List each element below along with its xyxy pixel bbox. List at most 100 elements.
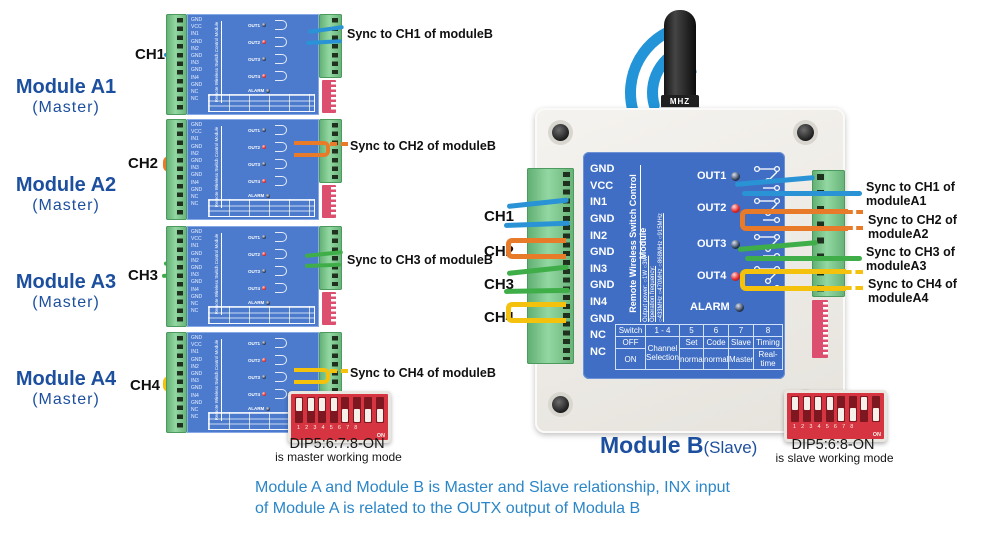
dip-numbers: 1 2 3 4 5 6 7 8 [297, 425, 358, 431]
dip-switch-side [812, 300, 828, 358]
ch3-label-a: CH3 [128, 267, 159, 284]
led-icon [262, 74, 267, 78]
dip-on-marker: ON [872, 432, 881, 438]
pcb-panel: GND VCC IN1 GND IN2 GND IN3 GND IN4 GND … [187, 119, 319, 220]
out3-row: OUT3 [248, 372, 288, 382]
dip-switch-slave: 1 2 3 4 5 6 7 8 ON [784, 390, 887, 442]
led-icon [262, 179, 267, 183]
board-title-vertical: Remote Wireless Switch Control Module [214, 21, 222, 103]
relay-contact-icon [275, 372, 288, 382]
out2-row: OUT2 [697, 202, 741, 214]
alarm-row: ALARM [248, 300, 271, 305]
sync1-label: Sync to CH1 of moduleB [347, 27, 493, 41]
out1-row: OUT1 [248, 338, 288, 348]
board-title-vertical: Remote Wireless Switch Control Module [214, 339, 222, 421]
led-icon [262, 341, 267, 345]
led-icon [731, 239, 741, 249]
footer-line1: Module A and Module B is Master and Slav… [255, 479, 730, 496]
relay-contact-icon [275, 389, 288, 399]
module-a2-board: GND VCC IN1 GND IN2 GND IN3 GND IN4 GND … [166, 119, 342, 220]
relay-contact-icon [275, 125, 288, 135]
relay-contact-icon [275, 283, 288, 293]
out2-wire-dash-a [846, 210, 863, 214]
pin-labels: GND VCC IN1 GND IN2 GND IN3 GND IN4 GND … [191, 17, 203, 103]
led-icon [262, 375, 267, 379]
relay-contact-icon [275, 249, 288, 259]
led-icon [262, 235, 267, 239]
ch1-label-b: CH1 [484, 208, 515, 225]
ch4-wire-b [506, 302, 566, 323]
alarm-row: ALARM [248, 193, 271, 198]
out1-row: OUT1 [248, 20, 288, 30]
module-b-board-title: Remote Wireless Switch Control Module [628, 165, 648, 322]
corner-screw-icon [797, 124, 814, 141]
alarm-row: ALARM [248, 406, 271, 411]
out2-row: OUT2 [248, 249, 288, 259]
out4-row: OUT4 [248, 283, 288, 293]
pcb-panel: GND VCC IN1 GND IN2 GND IN3 GND IN4 GND … [187, 14, 319, 115]
syncB4-label: Sync to CH4 of moduleA4 [868, 277, 957, 305]
dip-switch-side [322, 292, 336, 325]
led-icon [266, 193, 271, 198]
syncB3-label: Sync to CH3 of moduleA3 [866, 245, 955, 273]
config-table-mini [208, 94, 315, 112]
led-icon [262, 40, 267, 44]
relay-contact-icon [275, 159, 288, 169]
out4-wire-dash-a [844, 270, 863, 274]
sync4-label: Sync to CH4 of moduleB [350, 366, 496, 380]
module-a2-name: Module A2 [15, 174, 117, 196]
footer-line2: of Module A is related to the OUTX outpu… [255, 499, 641, 517]
relay-contact-icon [275, 176, 288, 186]
module-b-name: Module B(Slave) [600, 432, 758, 458]
out2-row: OUT2 [248, 355, 288, 365]
out4-row: OUT4 [248, 176, 288, 186]
out1-row: OUT1 [248, 125, 288, 135]
module-a3-board: GND VCC IN1 GND IN2 GND IN3 GND IN4 GND … [166, 226, 342, 327]
relay-contact-icon [275, 338, 288, 348]
terminal-block-right [319, 226, 342, 290]
dip-slave-caption: is slave working mode [775, 451, 894, 465]
out2-row: OUT2 [248, 142, 288, 152]
module-a1-name: Module A1 [15, 76, 117, 98]
terminal-block-right [319, 332, 342, 396]
out4-wire [740, 269, 846, 291]
led-icon [262, 358, 267, 362]
terminal-block-left [166, 119, 187, 220]
sync2-wire [294, 141, 330, 157]
out2-row: OUT2 [248, 37, 288, 47]
led-icon [731, 271, 741, 281]
terminal-block-left [166, 332, 187, 433]
pin-labels: GND VCC IN1 GND IN2 GND IN3 GND IN4 GND … [191, 335, 203, 421]
sync2-wire-dash [330, 142, 348, 146]
sync3-label: Sync to CH3 of moduleB [347, 253, 493, 267]
led-icon [262, 269, 267, 273]
sync4-wire-dash [330, 369, 348, 373]
module-a1-role: (Master) [32, 99, 100, 116]
alarm-row: ALARM [690, 301, 744, 313]
antenna [664, 10, 696, 98]
config-table-mini [208, 199, 315, 217]
module-a2-role: (Master) [32, 197, 100, 214]
relay-contact-icon [275, 37, 288, 47]
corner-screw-icon [552, 396, 569, 413]
out2-wire-dash-b [846, 226, 863, 230]
relay-contact-icon [275, 71, 288, 81]
module-a1-board: GND VCC IN1 GND IN2 GND IN3 GND IN4 GND … [166, 14, 342, 115]
led-icon [262, 252, 267, 256]
out4-row: OUT4 [697, 270, 741, 282]
board-title-vertical: Remote Wireless Switch Control Module [214, 233, 222, 315]
led-icon [266, 88, 271, 93]
sync4-wire [294, 368, 330, 384]
led-icon [262, 23, 267, 27]
syncB1-label: Sync to CH1 of moduleA1 [866, 180, 955, 208]
dip-toggles [295, 397, 384, 423]
pin-labels: GND VCC IN1 GND IN2 GND IN3 GND IN4 GND … [191, 229, 203, 315]
module-a4-name: Module A4 [15, 368, 117, 390]
out3-row: OUT3 [248, 266, 288, 276]
led-icon [266, 406, 271, 411]
out4-row: OUT4 [248, 71, 288, 81]
module-b-board-subtitle: Output power: ○1W ○3W Operation frequenc… [643, 213, 664, 322]
